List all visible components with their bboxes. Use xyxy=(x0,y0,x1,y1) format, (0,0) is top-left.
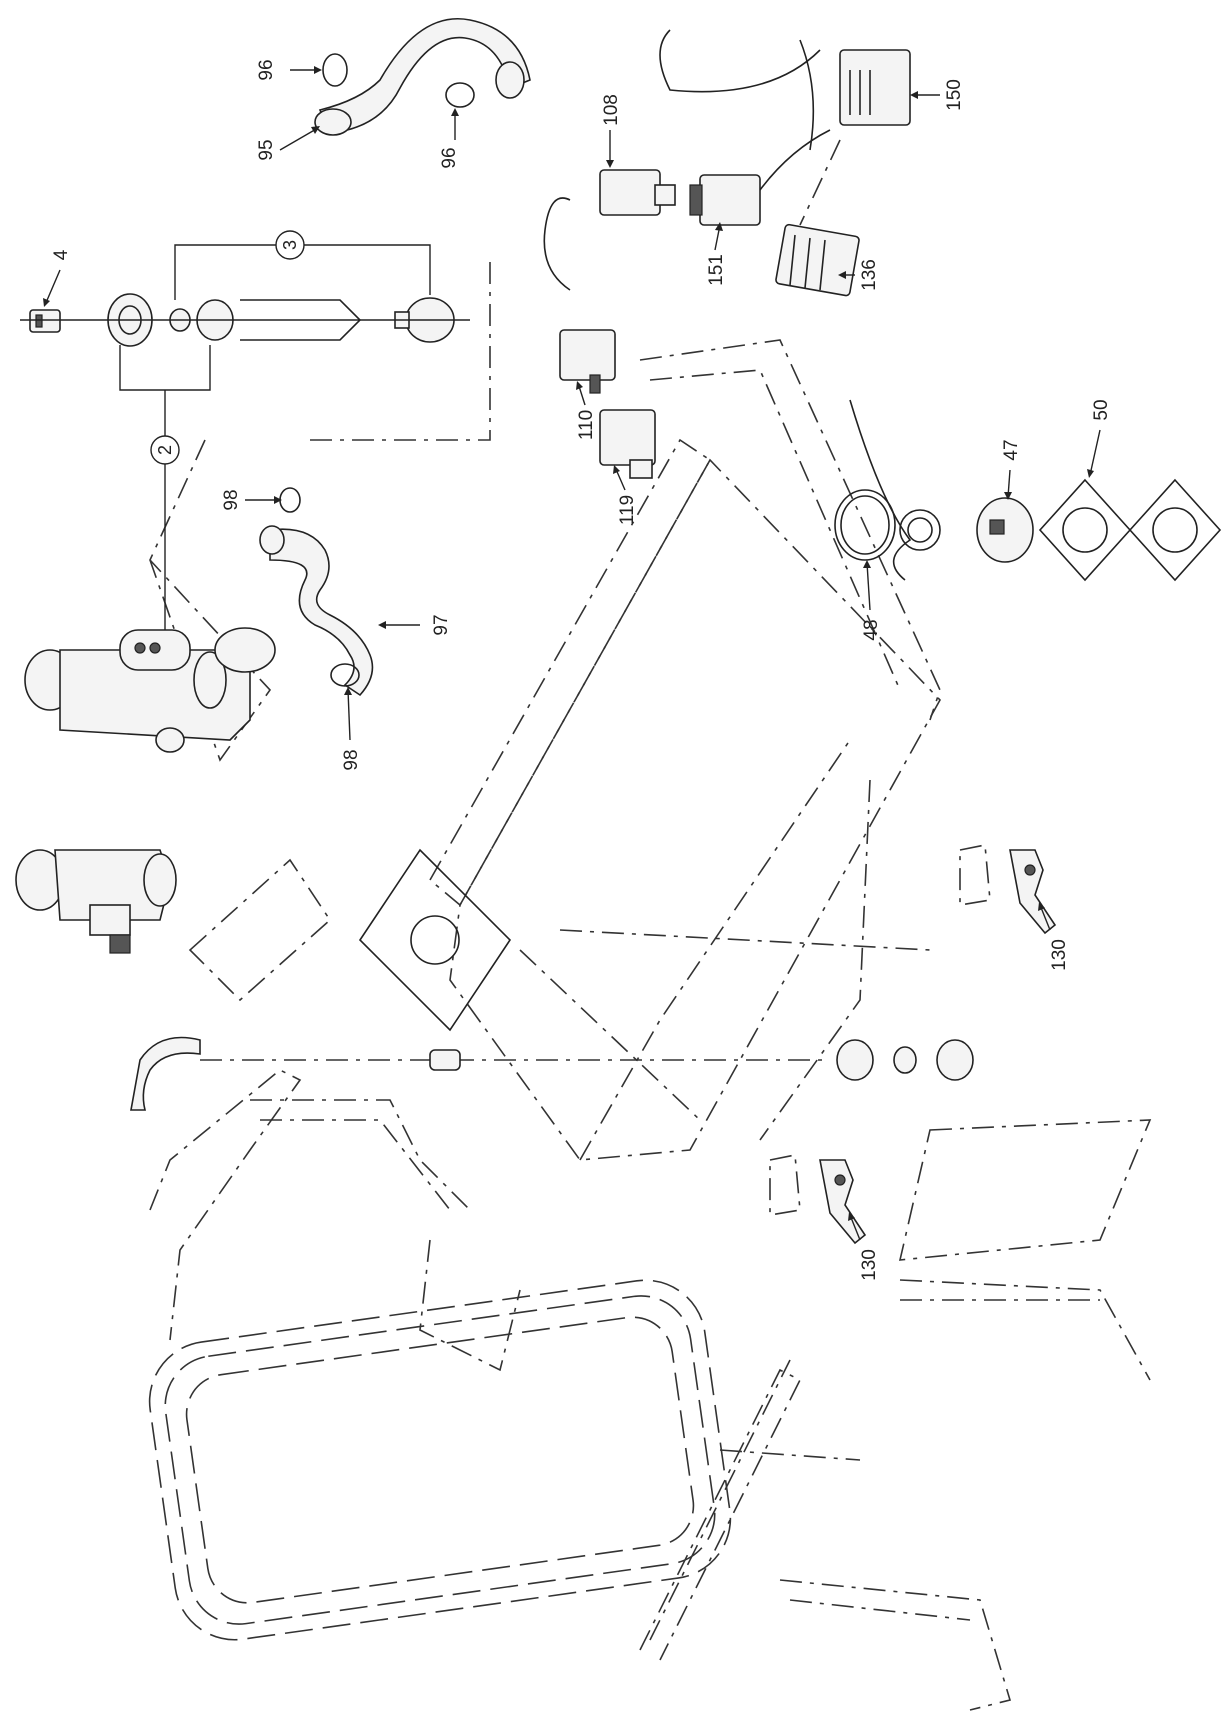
part-label-97: 97 xyxy=(431,614,452,635)
door-hinge-130-lower xyxy=(769,1154,867,1245)
relay-110 xyxy=(559,329,616,394)
leader-lines xyxy=(43,66,1101,1241)
part-label-151: 151 xyxy=(706,254,727,286)
part-number-labels: 96 95 96 108 150 4 151 136 110 119 98 97… xyxy=(51,59,1112,1280)
part-label-130-lower: 130 xyxy=(859,1249,880,1281)
hose-97 xyxy=(259,525,374,697)
sensor-assembly-3 xyxy=(20,293,470,347)
part-label-108: 108 xyxy=(601,94,622,126)
part-label-48: 48 xyxy=(861,619,882,640)
hose-clamp-96-top xyxy=(322,53,475,108)
group-label-3: 3 xyxy=(280,240,300,250)
terminal-block-136 xyxy=(775,139,860,297)
part-label-130-upper: 130 xyxy=(1049,939,1070,971)
part-label-98-top: 98 xyxy=(221,489,242,510)
group-label-2: 2 xyxy=(155,445,175,455)
tub-frame xyxy=(148,1069,861,1661)
inlet-fitting-line xyxy=(130,1036,974,1111)
door-switch-108 xyxy=(543,169,676,291)
connector-4 xyxy=(29,309,61,333)
wiring-harness-150 xyxy=(659,29,911,151)
chassis-outline xyxy=(149,260,941,1161)
group-marker-2 xyxy=(150,435,180,465)
part-label-119: 119 xyxy=(617,495,638,525)
part-label-136: 136 xyxy=(859,259,880,291)
part-label-95: 95 xyxy=(256,139,277,160)
thermostat-47 xyxy=(849,399,1034,581)
solenoid-valve xyxy=(15,849,177,954)
door-hinge-130-upper xyxy=(959,844,1057,935)
gasket-48 xyxy=(834,489,896,561)
drain-hose-95 xyxy=(314,18,531,136)
part-label-50: 50 xyxy=(1091,399,1112,420)
part-label-47: 47 xyxy=(1001,439,1022,460)
mounting-plate-50 xyxy=(1038,478,1222,582)
mounting-plates xyxy=(188,848,512,1032)
valve-body xyxy=(24,627,276,753)
part-label-4: 4 xyxy=(51,249,72,260)
switch-151 xyxy=(689,129,831,226)
relay-119 xyxy=(599,409,656,479)
group-number-labels: 3 2 xyxy=(155,240,300,455)
part-label-150: 150 xyxy=(944,79,965,111)
part-label-98-bottom: 98 xyxy=(341,749,362,770)
group-2-bracket xyxy=(119,345,211,640)
part-label-110: 110 xyxy=(576,410,597,440)
group-3-bracket xyxy=(174,244,431,300)
group-marker-3 xyxy=(275,230,305,260)
part-label-96-mid: 96 xyxy=(439,147,460,168)
part-label-96-top: 96 xyxy=(256,59,277,80)
brackets xyxy=(250,1099,1152,1711)
